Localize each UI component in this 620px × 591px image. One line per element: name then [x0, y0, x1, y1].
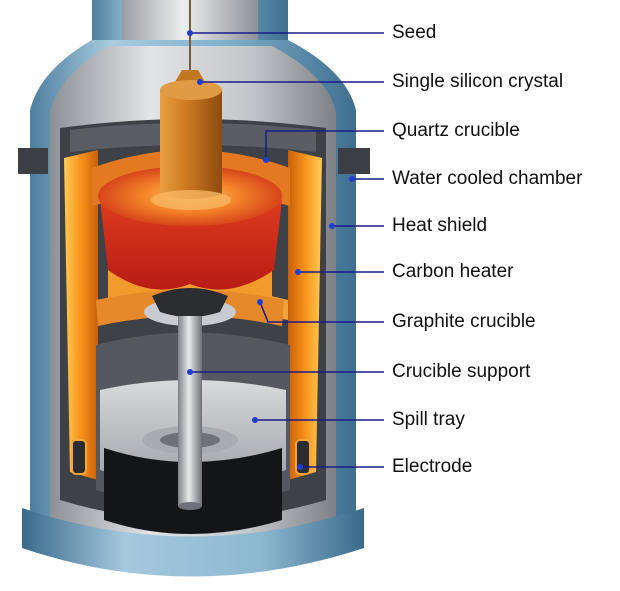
leader-line-quartz-crucible — [265, 130, 384, 160]
label-graphite-crucible: Graphite crucible — [392, 311, 536, 332]
leader-dot-heat-shield — [329, 223, 335, 229]
label-single-silicon-crystal: Single silicon crystal — [392, 71, 564, 92]
label-crucible-support: Crucible support — [392, 361, 531, 382]
leader-dot-spill-tray — [252, 417, 258, 423]
leader-line-graphite-crucible — [259, 301, 384, 323]
leader-dot-single-silicon-crystal — [197, 79, 203, 85]
label-electrode: Electrode — [392, 456, 473, 477]
leader-dot-graphite-crucible — [257, 299, 263, 305]
leader-dot-quartz-crucible — [263, 157, 269, 163]
label-seed: Seed — [392, 22, 437, 43]
leader-dot-water-cooled-chamber — [349, 176, 355, 182]
leader-dot-carbon-heater — [295, 269, 301, 275]
crucible-support-shape — [144, 288, 236, 510]
leader-dot-seed — [187, 30, 193, 36]
label-water-cooled-chamber: Water cooled chamber — [392, 168, 583, 189]
leader-dot-crucible-support — [187, 369, 193, 375]
leader-dots — [187, 30, 355, 470]
label-carbon-heater: Carbon heater — [392, 261, 514, 282]
leader-dot-electrode — [297, 464, 303, 470]
single-silicon-crystal-shape — [151, 0, 231, 210]
label-spill-tray: Spill tray — [392, 409, 465, 430]
label-quartz-crucible: Quartz crucible — [392, 120, 520, 141]
leader-lines — [190, 32, 384, 468]
label-heat-shield: Heat shield — [392, 215, 488, 236]
